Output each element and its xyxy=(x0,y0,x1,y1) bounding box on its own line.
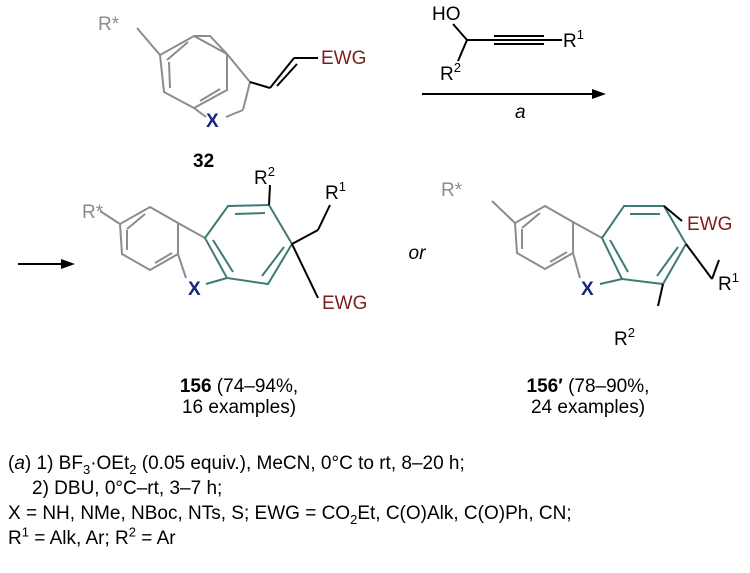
product-b-caption-line2: 24 examples) xyxy=(531,397,645,418)
product-156-prime: R* X EWG R1 R2 156′ (78–90%, 24 examples… xyxy=(441,180,739,418)
product-a-heteroatom: X xyxy=(188,279,201,300)
product-a-substituent: R* xyxy=(82,202,104,223)
product-b-r1: R1 xyxy=(718,270,739,295)
product-b-ewg: EWG xyxy=(687,214,732,235)
or-label: or xyxy=(409,243,427,264)
product-a-r1: R1 xyxy=(325,179,346,204)
conditions-line-2: 2) DBU, 0°C–rt, 3–7 h; xyxy=(32,478,223,499)
reaction-arrow: a xyxy=(422,89,606,123)
product-a-caption-line1: 156 (74–94%, xyxy=(180,376,298,397)
product-a-ewg: EWG xyxy=(322,293,367,314)
product-b-r2: R2 xyxy=(614,325,635,350)
ewg-label: EWG xyxy=(321,48,366,69)
starting-material-32: R* X EWG 32 xyxy=(98,14,366,172)
product-b-substituent: R* xyxy=(441,180,463,201)
condition-label-a: a xyxy=(515,102,526,123)
hydroxyl-label: HO xyxy=(432,4,461,25)
product-b-caption-line1: 156′ (78–90%, xyxy=(527,376,650,397)
continuation-arrow xyxy=(18,259,75,269)
product-a-caption-line2: 16 examples) xyxy=(182,397,296,418)
r2-label: R2 xyxy=(440,60,461,85)
product-156: R* X R2 R1 EWG 156 (74–94%, 16 examples) xyxy=(82,164,367,418)
conditions-line-4: R1 = Alk, Ar; R2 = Ar xyxy=(8,524,176,549)
reaction-conditions: (a) 1) BF3·OEt2 (0.05 equiv.), MeCN, 0°C… xyxy=(8,451,748,551)
product-a-r2: R2 xyxy=(254,164,275,189)
heteroatom-x: X xyxy=(206,111,219,132)
substituent-r-star: R* xyxy=(98,14,120,35)
r1-label: R1 xyxy=(563,27,584,52)
propargylic-alcohol-reagent: HO R1 R2 xyxy=(432,4,584,85)
conditions-line-3: X = NH, NMe, NBoc, NTs, S; EWG = CO2Et, … xyxy=(8,503,572,527)
compound-number-32: 32 xyxy=(193,151,214,172)
product-b-heteroatom: X xyxy=(581,279,594,300)
conditions-line-1: (a) 1) BF3·OEt2 (0.05 equiv.), MeCN, 0°C… xyxy=(8,453,465,477)
